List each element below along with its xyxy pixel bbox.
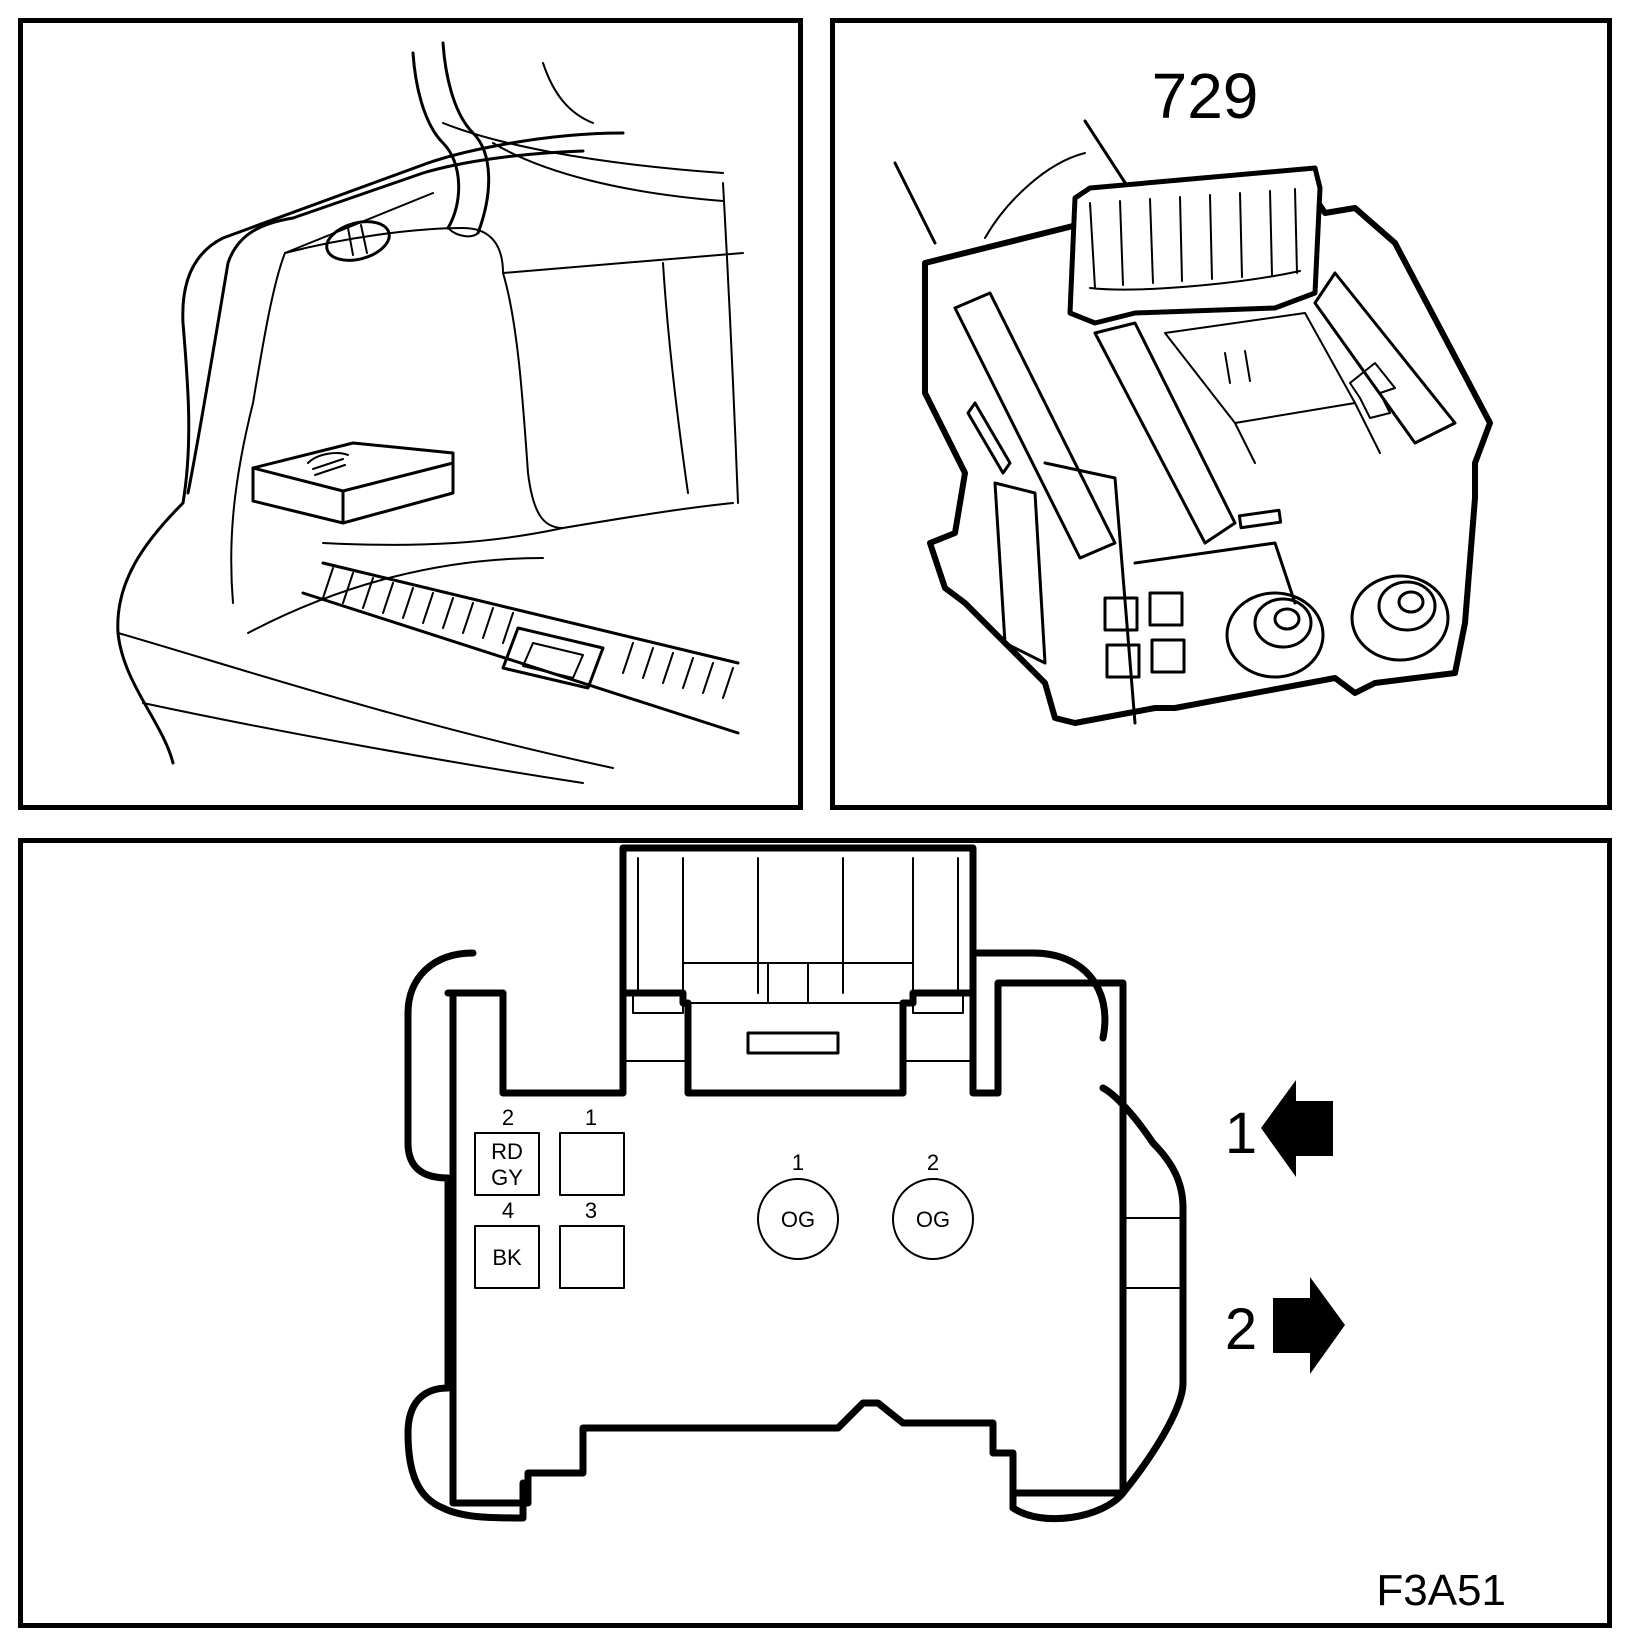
pin-number: 2 <box>927 1150 939 1175</box>
pin-color-line2: GY <box>491 1165 523 1190</box>
pin-color-line1: RD <box>491 1139 523 1164</box>
round-pin-1: 1 OG <box>757 1150 839 1260</box>
small-pin-4: 4 BK <box>474 1198 540 1289</box>
pin-color: OG <box>781 1207 815 1232</box>
pin-color-line1: BK <box>492 1245 522 1270</box>
connector-729-illustration: 729 <box>893 60 1493 726</box>
pin-number: 3 <box>585 1198 597 1223</box>
arrow-left-icon <box>1261 1080 1333 1177</box>
connector-number-label: 729 <box>1152 60 1259 132</box>
arrow-2-right: 2 <box>1225 1277 1345 1374</box>
connector-face-panel: 2 RD GY 1 4 BK 3 1 OG 2 OG <box>18 838 1612 1628</box>
pin-number: 2 <box>502 1105 514 1130</box>
trunk-location-panel <box>18 18 803 810</box>
small-pin-1: 1 <box>559 1105 625 1196</box>
arrow-number: 2 <box>1225 1297 1257 1362</box>
pin-number: 1 <box>792 1150 804 1175</box>
round-pin-2: 2 OG <box>892 1150 974 1260</box>
arrow-right-icon <box>1273 1277 1345 1374</box>
pin-number: 4 <box>502 1198 514 1223</box>
arrow-number: 1 <box>1225 1101 1257 1166</box>
connector-face-diagram: 2 RD GY 1 4 BK 3 1 OG 2 OG <box>404 844 1506 1615</box>
small-pin-2: 2 RD GY <box>474 1105 540 1196</box>
trunk-illustration <box>116 41 744 784</box>
round-terminals <box>1225 574 1450 679</box>
pin-color: OG <box>916 1207 950 1232</box>
small-pin-3: 3 <box>559 1198 625 1289</box>
figure-code: F3A51 <box>1376 1566 1506 1615</box>
pin-number: 1 <box>585 1105 597 1130</box>
arrow-1-left: 1 <box>1225 1080 1333 1177</box>
connector-perspective-panel: 729 <box>830 18 1612 810</box>
sill-ribs <box>301 561 740 735</box>
small-cavities <box>1103 591 1186 679</box>
